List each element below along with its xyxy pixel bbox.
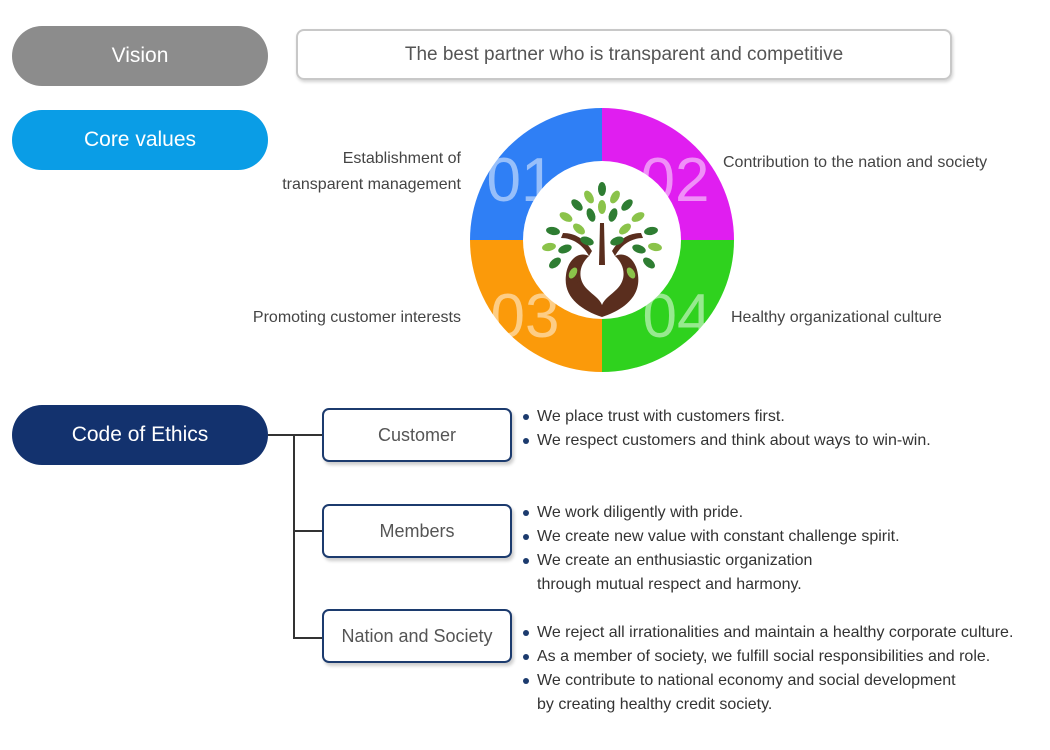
bullet-item: We respect customers and think about way… xyxy=(523,429,931,453)
vision-label: Vision xyxy=(12,26,268,86)
core-value-3-text: Promoting customer interests xyxy=(252,309,461,326)
code-of-ethics-label: Code of Ethics xyxy=(12,405,268,465)
core-values-label: Core values xyxy=(12,110,268,170)
connector-nation xyxy=(293,637,322,639)
vision-statement: The best partner who is transparent and … xyxy=(296,29,952,80)
nation-society-bullets: We reject all irrationalities and mainta… xyxy=(523,621,1013,717)
core-value-4-text: Healthy organizational culture xyxy=(731,309,942,326)
category-customer: Customer xyxy=(322,408,512,462)
bullet-item: We create new value with constant challe… xyxy=(523,525,900,549)
connector-vertical xyxy=(293,434,295,639)
bullet-item: We contribute to national economy and so… xyxy=(523,669,1013,717)
bullet-item: We place trust with customers first. xyxy=(523,405,931,429)
category-members: Members xyxy=(322,504,512,558)
core-value-1-text: Establishment of transparent management xyxy=(282,150,461,193)
customer-bullets: We place trust with customers first. We … xyxy=(523,405,931,453)
bullet-item: As a member of society, we fulfill socia… xyxy=(523,645,1013,669)
connector-members xyxy=(293,530,322,532)
members-bullets: We work diligently with pride. We create… xyxy=(523,501,900,597)
connector-main xyxy=(268,434,294,436)
connector-customer xyxy=(293,434,322,436)
bullet-item: We work diligently with pride. xyxy=(523,501,900,525)
core-values-ring: 01 02 03 04 xyxy=(470,108,734,372)
bullet-item: We create an enthusiastic organization t… xyxy=(523,549,900,597)
bullet-item: We reject all irrationalities and mainta… xyxy=(523,621,1013,645)
core-value-2-text: Contribution to the nation and society xyxy=(723,154,988,171)
tree-logo-icon xyxy=(542,182,662,317)
category-nation-and-society: Nation and Society xyxy=(322,609,512,663)
